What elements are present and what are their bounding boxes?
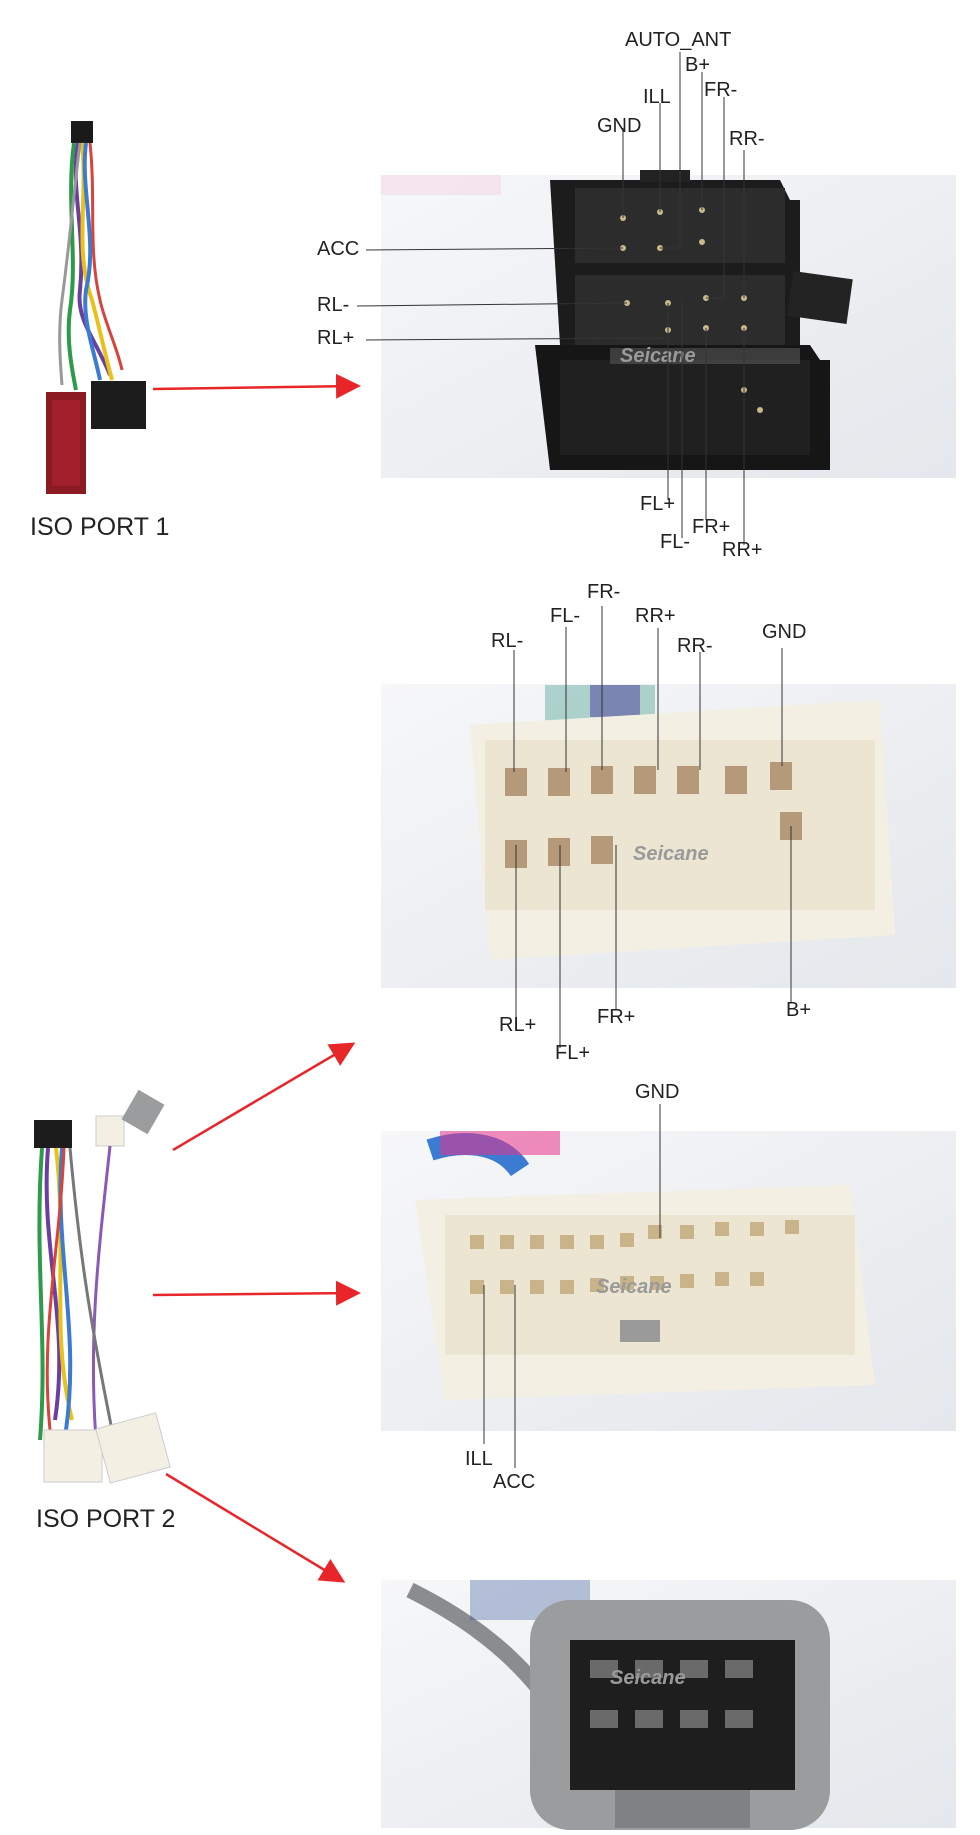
iso-leader-lines [356, 52, 745, 545]
arrow-port1 [152, 373, 361, 399]
iso-pin-12: RR+ [722, 539, 763, 561]
watermark-2: Seicane [633, 843, 709, 865]
iso-pin-6: ACC [317, 238, 359, 260]
harness-2-image [34, 1089, 171, 1484]
gray-connector-photo [381, 1580, 956, 1830]
watermark-4: Seicane [610, 1667, 686, 1689]
port-1-title: ISO PORT 1 [30, 513, 169, 541]
white1-pin-0: FR- [587, 581, 620, 603]
port-2-title: ISO PORT 2 [36, 1505, 175, 1533]
white1-pins [505, 762, 802, 868]
iso-pin-11: FL- [660, 531, 690, 553]
arrow-port2-c [165, 1472, 346, 1583]
white2-pin-1: ILL [465, 1448, 493, 1470]
white1-pin-5: GND [762, 621, 806, 643]
white2-leader-lines [483, 1104, 661, 1468]
white2-pin-2: ACC [493, 1471, 535, 1493]
white2-pin-0: GND [635, 1081, 679, 1103]
iso-pin-2: ILL [643, 86, 671, 108]
white1-pin-3: RR- [677, 635, 713, 657]
arrow-port2-a [172, 1042, 356, 1152]
white1-pin-4: RL- [491, 630, 523, 652]
white2-pins [470, 1220, 799, 1342]
white1-leader-lines [513, 606, 792, 1048]
iso-pin-1: B+ [685, 54, 710, 76]
iso-pin-5: RR- [729, 128, 765, 150]
iso-pin-10: FR+ [692, 516, 730, 538]
white1-pin-9: FL+ [555, 1042, 590, 1064]
iso-pin-0: AUTO_ANT [625, 29, 731, 51]
iso-pin-7: RL- [317, 294, 349, 316]
iso-pin-9: FL+ [640, 493, 675, 515]
iso-pin-8: RL+ [317, 327, 354, 349]
watermark-3: Seicane [596, 1276, 672, 1298]
iso-pin-3: FR- [704, 79, 737, 101]
white1-pin-1: RR+ [635, 605, 676, 627]
white-connector-1-photo [381, 684, 956, 988]
white1-pin-7: B+ [786, 999, 811, 1021]
white-connector-2-photo [381, 1131, 956, 1431]
white1-pin-2: FL- [550, 605, 580, 627]
white1-pin-6: FR+ [597, 1006, 635, 1028]
gray-pins [590, 1660, 753, 1728]
harness-1-image [46, 121, 146, 494]
white1-pin-8: RL+ [499, 1014, 536, 1036]
iso-pin-4: GND [597, 115, 641, 137]
watermark-1: Seicane [620, 345, 696, 367]
arrow-port2-b [152, 1280, 361, 1306]
